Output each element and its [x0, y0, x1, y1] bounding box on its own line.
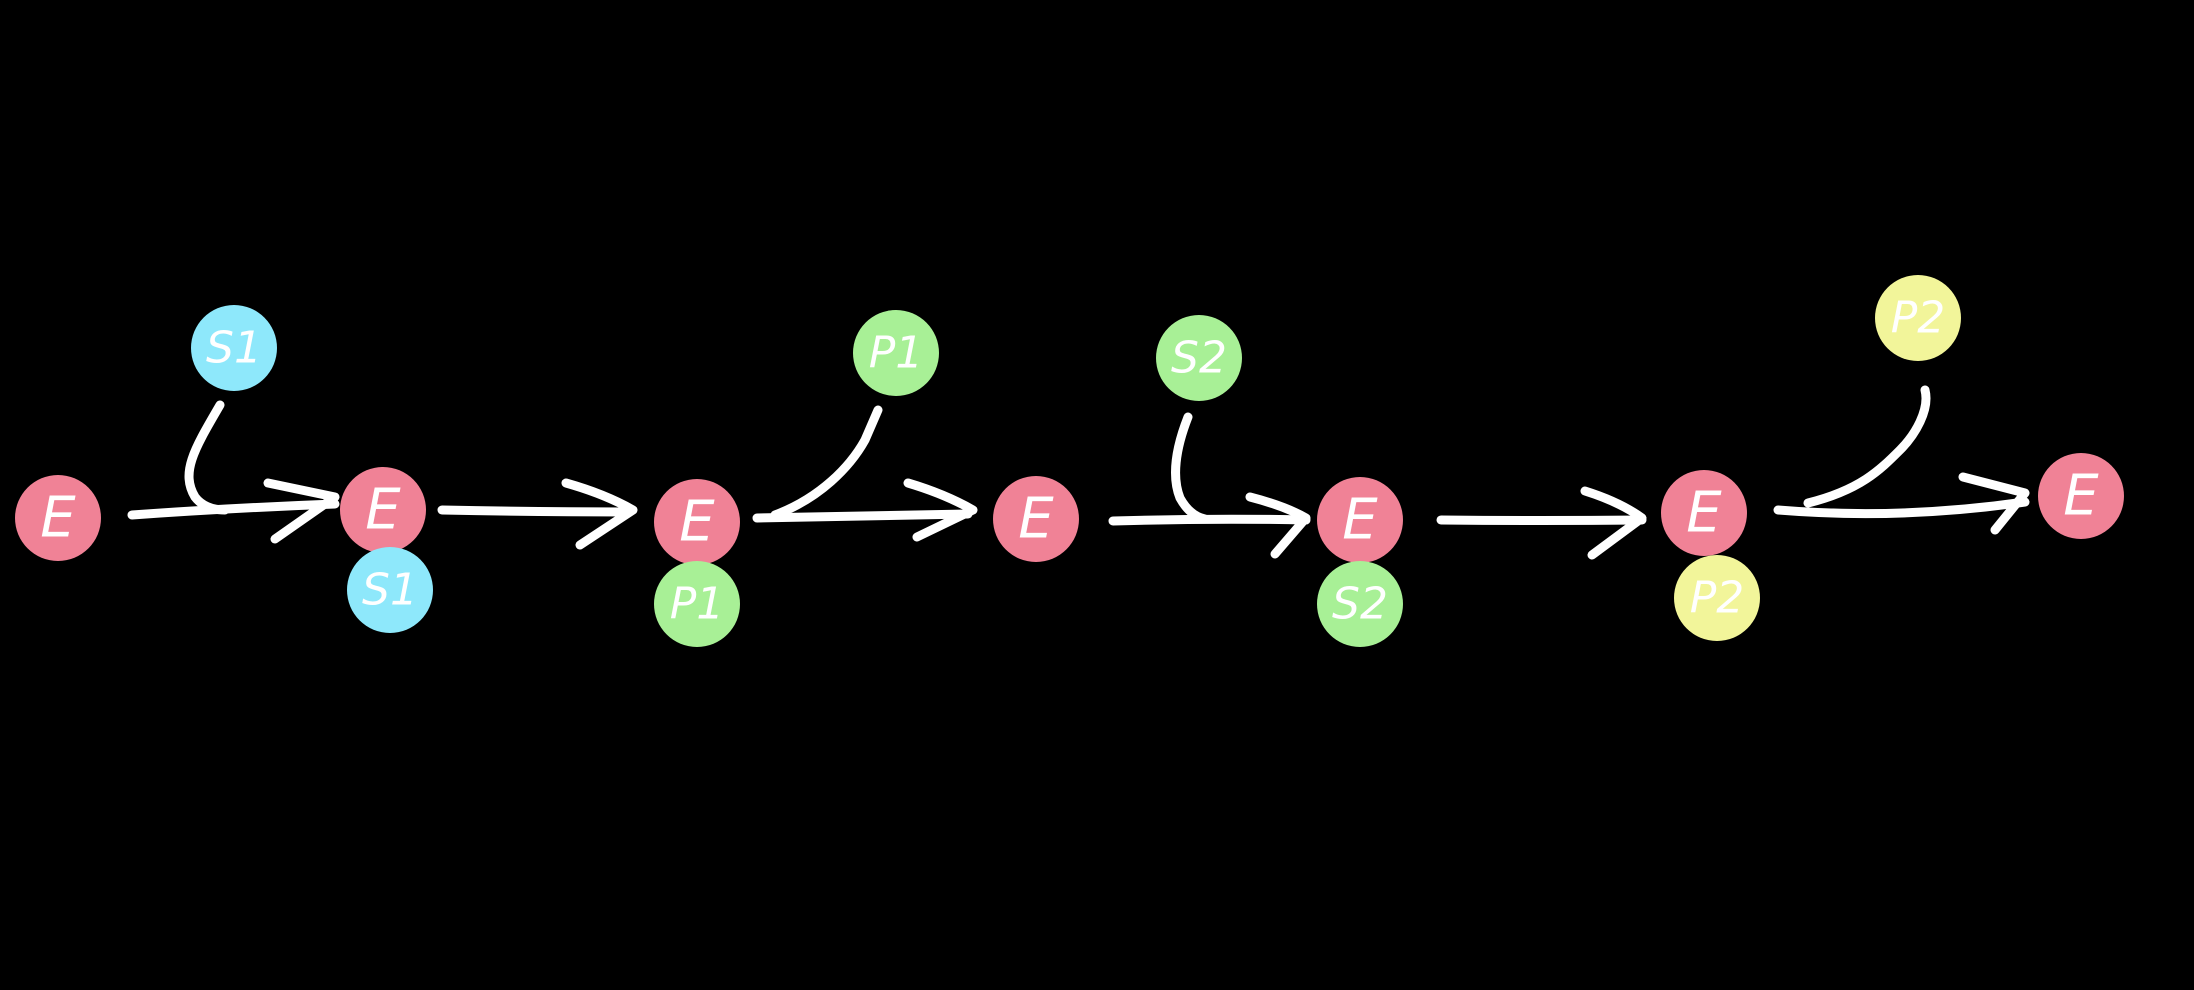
product-2-bound-label: P2 [1690, 573, 1745, 624]
enzyme-node-5: E [1317, 477, 1403, 563]
enzyme-node-3-circle [654, 479, 740, 565]
product-1-outgoing-circle [853, 310, 939, 396]
enzyme-node-1-circle [15, 475, 101, 561]
arrow-2 [437, 478, 638, 550]
enzyme-node-5-circle [1317, 477, 1403, 563]
enzyme-node-6-label: E [1686, 481, 1722, 546]
enzyme-node-7: E [2038, 453, 2124, 539]
substrate-1-bound-node: S1 [347, 547, 433, 633]
product-1-outgoing-node: P1 [853, 310, 939, 396]
arrow-2-head [561, 478, 638, 550]
product-2-outgoing-circle [1875, 275, 1961, 361]
enzyme-node-2-label: E [365, 478, 401, 543]
product-1-bound-label: P1 [670, 579, 725, 630]
arrow-6-product-curve [1803, 385, 1931, 508]
enzyme-node-2: E [340, 467, 426, 553]
arrow-6 [1773, 385, 2030, 535]
arrow-3-head [903, 478, 978, 542]
enzyme-node-3-label: E [679, 490, 715, 555]
arrow-5-shaft [1436, 515, 1647, 525]
arrow-4 [1108, 412, 1311, 559]
enzyme-node-5-label: E [1342, 488, 1378, 553]
substrate-1-bound-circle [347, 547, 433, 633]
product-1-bound-circle [654, 561, 740, 647]
arrow-5 [1436, 486, 1647, 560]
substrate-2-bound-circle [1317, 561, 1403, 647]
substrate-1-bound-label: S1 [362, 565, 418, 616]
enzyme-node-1: E [15, 475, 101, 561]
arrow-1-shaft [127, 499, 340, 520]
arrow-1 [127, 400, 340, 544]
product-1-bound-node: P1 [654, 561, 740, 647]
substrate-2-incoming-circle [1156, 315, 1242, 401]
enzyme-node-4-label: E [1018, 487, 1054, 552]
enzyme-node-2-circle [340, 467, 426, 553]
substrate-1-incoming-label: S1 [206, 323, 262, 374]
arrow-3-shaft [752, 509, 973, 523]
arrow-6-head [1958, 472, 2030, 535]
arrow-3 [752, 405, 978, 542]
product-2-bound-node: P2 [1674, 555, 1760, 641]
enzyme-node-7-label: E [2063, 464, 2099, 529]
arrow-3-product-curve [770, 405, 883, 520]
substrate-2-incoming-node: S2 [1156, 315, 1242, 401]
arrow-4-head [1245, 492, 1311, 559]
product-2-bound-circle [1674, 555, 1760, 641]
product-2-outgoing-label: P2 [1891, 293, 1946, 344]
enzyme-node-4: E [993, 476, 1079, 562]
product-2-outgoing-node: P2 [1875, 275, 1961, 361]
substrate-1-incoming-node: S1 [191, 305, 277, 391]
substrate-2-incoming-label: S2 [1171, 333, 1227, 384]
enzyme-node-3: E [654, 479, 740, 565]
arrow-1-substrate-curve [184, 400, 230, 515]
enzyme-node-6: E [1661, 470, 1747, 556]
enzyme-node-7-circle [2038, 453, 2124, 539]
substrate-1-incoming-circle [191, 305, 277, 391]
enzyme-node-6-circle [1661, 470, 1747, 556]
arrow-5-head [1580, 486, 1647, 560]
substrate-2-bound-node: S2 [1317, 561, 1403, 647]
arrow-4-substrate-curve [1171, 412, 1210, 524]
arrows [127, 385, 2030, 560]
substrate-2-bound-label: S2 [1332, 579, 1388, 630]
enzyme-node-4-circle [993, 476, 1079, 562]
arrow-4-shaft [1108, 514, 1311, 526]
nodes: E S1 E S1 E P1 P1 E [15, 275, 2124, 647]
product-1-outgoing-label: P1 [869, 328, 924, 379]
enzyme-node-1-label: E [40, 486, 76, 551]
arrow-6-shaft [1773, 497, 2030, 519]
arrow-1-head [263, 478, 340, 544]
arrow-2-shaft [437, 505, 633, 517]
